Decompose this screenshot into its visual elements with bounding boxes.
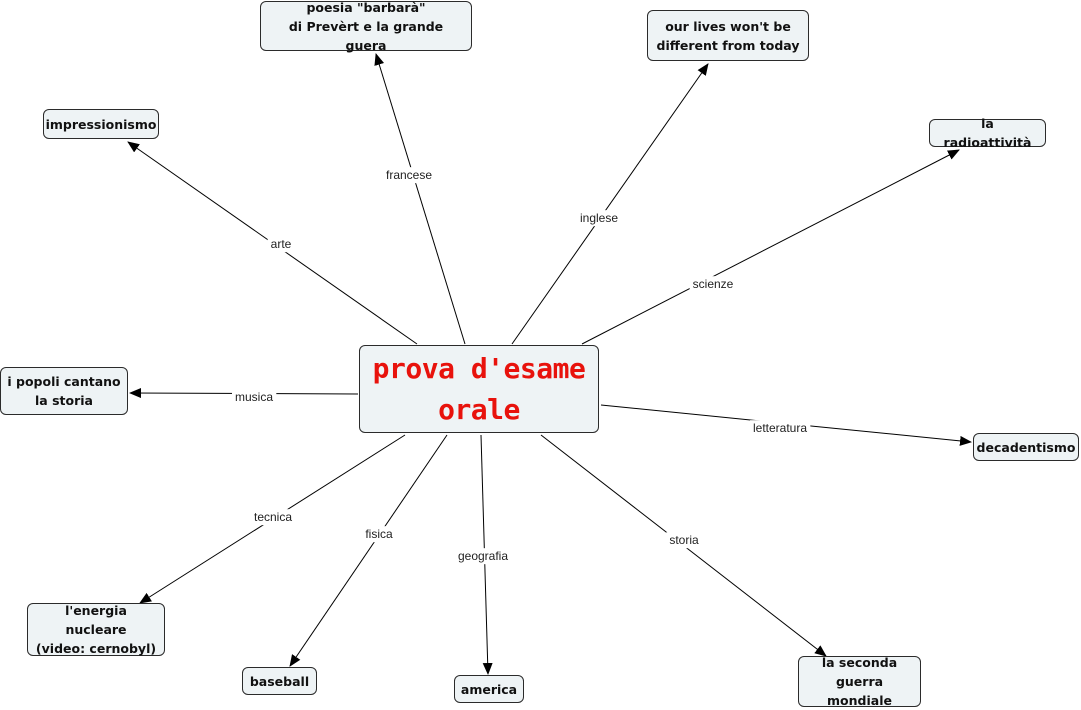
concept-seconda-guerra[interactable]: la seconda guerra mondiale — [798, 655, 921, 708]
concept-impressionismo[interactable]: impressionismo — [43, 109, 159, 139]
link-label-fisica: fisica — [365, 527, 393, 541]
link-label-scienze: scienze — [693, 277, 734, 291]
concept-decadentismo[interactable]: decadentismo — [973, 433, 1079, 461]
concept-energia-nucleare[interactable]: l'energia nucleare (video: cernobyl) — [27, 603, 165, 656]
concept-popoli-cantano[interactable]: i popoli cantano la storia — [0, 367, 128, 415]
link-label-background — [666, 532, 702, 549]
link-line-scienze — [581, 149, 960, 345]
concept-baseball[interactable]: baseball — [242, 667, 317, 695]
concept-radioattivita[interactable]: la radioattività — [929, 116, 1046, 150]
link-label-background — [454, 548, 512, 565]
link-label-letteratura: letteratura — [753, 421, 807, 435]
link-label-background — [250, 509, 296, 526]
link-label-background — [231, 389, 277, 406]
link-label-tecnica: tecnica — [254, 510, 292, 524]
link-label-background — [689, 276, 737, 293]
link-label-inglese: inglese — [580, 211, 618, 225]
link-line-francese — [374, 53, 466, 345]
link-label-background — [267, 236, 295, 253]
link-label-storia: storia — [669, 533, 699, 547]
link-label-background — [362, 526, 396, 543]
link-line-inglese — [511, 63, 709, 345]
link-line-fisica — [289, 434, 448, 667]
concept-america[interactable]: america — [454, 675, 524, 703]
link-label-francese: francese — [386, 168, 432, 182]
link-label-geografia: geografia — [458, 549, 508, 563]
link-label-musica: musica — [235, 390, 273, 404]
link-label-background — [749, 420, 811, 437]
link-label-background — [382, 167, 436, 184]
link-label-background — [576, 210, 622, 227]
concept-poesia-barbara[interactable]: poesia "barbarà" di Prevèrt e la grande … — [260, 0, 472, 53]
link-label-arte: arte — [271, 237, 292, 251]
concept-our-lives[interactable]: our lives won't be different from today — [647, 10, 809, 61]
central-concept[interactable]: prova d'esame orale — [359, 345, 599, 433]
